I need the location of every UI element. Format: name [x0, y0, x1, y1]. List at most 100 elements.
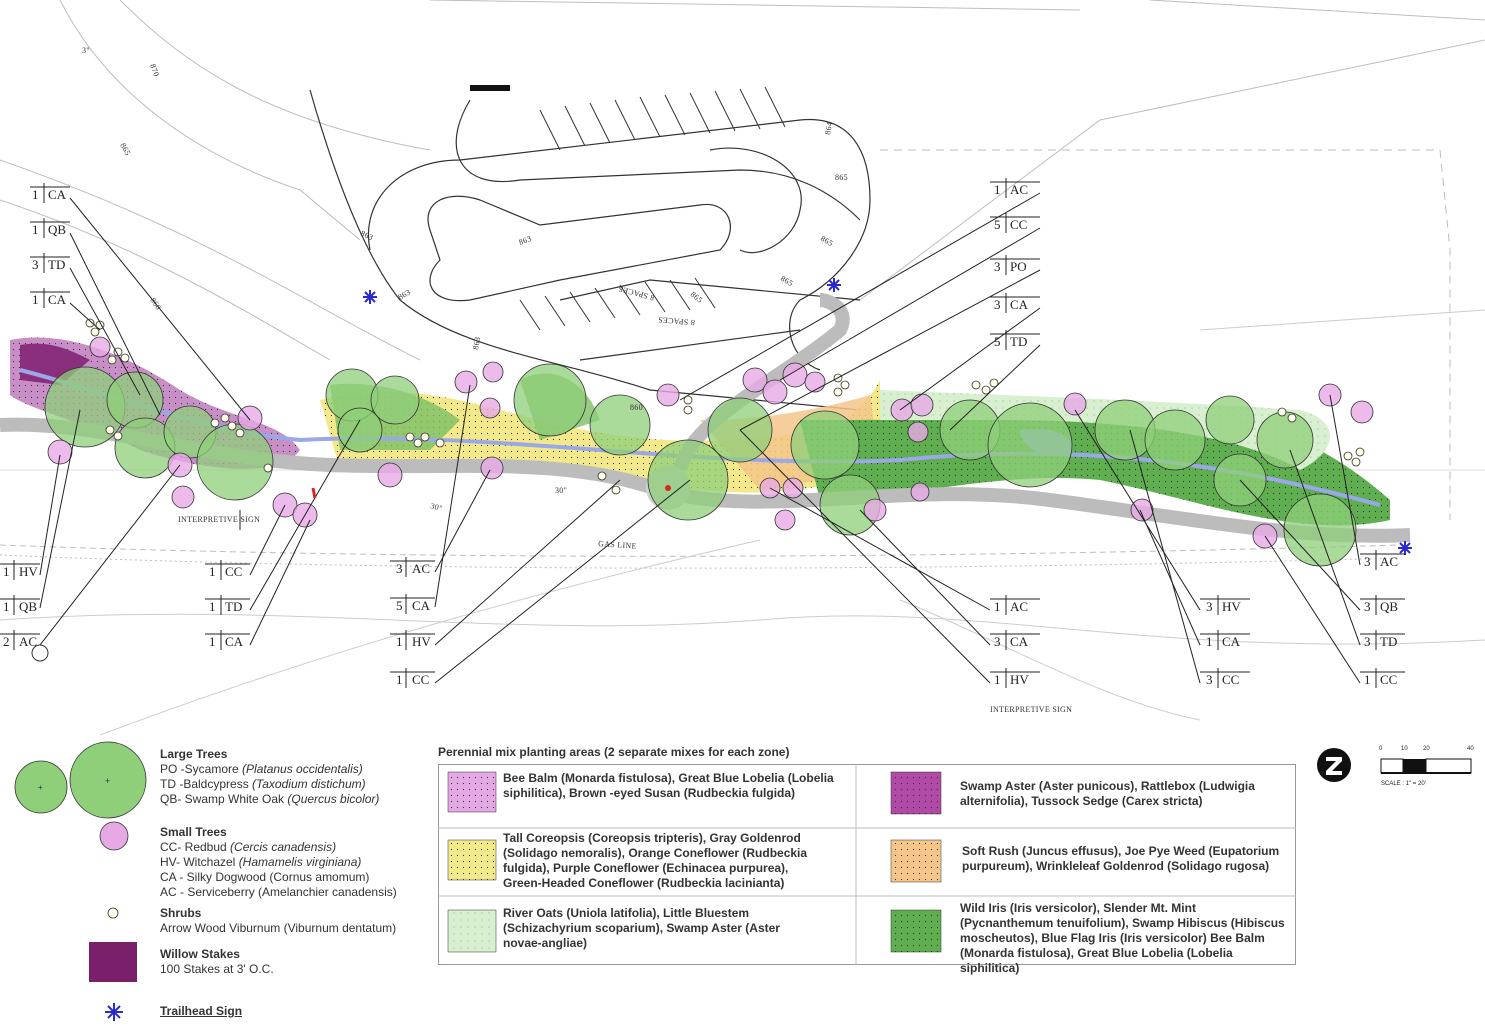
callout-code: HV	[412, 634, 431, 649]
scale-tick: 0	[1379, 746, 1383, 752]
callout-qty: 1	[994, 599, 1001, 614]
callout-code: HV	[1010, 672, 1029, 687]
dimension-label: 30"	[555, 486, 567, 495]
site-plan: 1CA1QB3TD1CA1AC5CC3PO3CA5TD1HV1QB2AC1CC1…	[0, 0, 1485, 735]
callout-qty: 1	[32, 222, 39, 237]
callout-qty: 3	[32, 257, 39, 272]
callout-qty: 3	[1206, 599, 1213, 614]
mix-text: Tall Coreopsis (Coreopsis tripteris), Gr…	[503, 831, 808, 890]
callout-code: TD	[225, 599, 242, 614]
callout-qty: 3	[396, 561, 403, 576]
parking-spaces-label: 8 SPACES	[617, 284, 655, 302]
callout-qty: 3	[1364, 634, 1371, 649]
large-tree-symbol-small	[14, 760, 68, 814]
callout-code: CC	[225, 564, 242, 579]
callout-qty: 1	[209, 564, 216, 579]
callout-qty: 1	[3, 599, 10, 614]
legend-small-tree-item: HV- Witchazel (Hamamelis virginiana)	[160, 855, 362, 869]
callout-code: HV	[1222, 599, 1241, 614]
callout-code: CA	[412, 598, 431, 613]
gas-line-label: GAS LINE	[598, 539, 637, 551]
parking-stripes	[470, 85, 786, 331]
callout-code: CA	[48, 187, 67, 202]
callout-code: TD	[48, 257, 65, 272]
callout-qty: 3	[1206, 672, 1213, 687]
callout-code: AC	[1010, 182, 1028, 197]
contour-elevation-label: 865	[835, 173, 848, 182]
contour-elevation-label: 864	[823, 121, 834, 135]
scale-bar	[1380, 758, 1472, 774]
callout-qty: 1	[396, 634, 403, 649]
legend: + + Large Trees PO -Sycamore (Platanus o…	[0, 735, 1485, 1034]
callout-code: HV	[19, 564, 38, 579]
interpretive-sign-label: INTERPRETIVE SIGN	[178, 515, 260, 524]
legend-large-tree-item: QB- Swamp White Oak (Quercus bicolor)	[160, 792, 380, 806]
svg-text:+: +	[38, 783, 43, 792]
callout-code: TD	[1010, 334, 1027, 349]
contour-elevation-label: 863	[359, 229, 375, 243]
callout-qty: 3	[994, 297, 1001, 312]
callout-code: CA	[1222, 634, 1241, 649]
callout-code: CA	[1010, 297, 1029, 312]
parking-spaces-label: 8 SPACES	[658, 315, 696, 327]
callout-code: QB	[1380, 599, 1398, 614]
trailhead-sign-markers	[363, 278, 1412, 555]
contour-elevation-label: 863	[518, 234, 533, 247]
contour-elevation-label: 865	[819, 234, 835, 248]
callout-code: CC	[1010, 217, 1027, 232]
callout-code: CA	[1010, 634, 1029, 649]
callout-leaders	[39, 192, 1361, 684]
callout-qty: 1	[209, 634, 216, 649]
contour-elevation-label: 863	[397, 287, 413, 301]
north-arrow-and-scale	[1317, 748, 1472, 782]
callout-qty: 5	[396, 598, 403, 613]
callout-qty: 5	[994, 217, 1001, 232]
callout-qty: 1	[209, 599, 216, 614]
callout-code: AC	[412, 561, 430, 576]
legend-small-tree-item: AC - Serviceberry (Amelanchier canadensi…	[160, 885, 397, 899]
callout-qty: 1	[1364, 672, 1371, 687]
mix-text: Swamp Aster (Aster punicous), Rattlebox …	[960, 779, 1255, 808]
dimension-label: 3"	[82, 46, 90, 55]
contour-elevation-label: 865	[779, 274, 795, 288]
callout-code: QB	[48, 222, 66, 237]
scale-tick: 20	[1423, 746, 1430, 752]
legend-small-trees-title: Small Trees	[160, 825, 227, 839]
legend-shrubs-text: Arrow Wood Viburnum (Viburnum dentatum)	[160, 921, 397, 935]
callout-qty: 3	[994, 634, 1001, 649]
legend-symbols: + +	[14, 741, 147, 1021]
callout-code: CA	[225, 634, 244, 649]
callout-code: AC	[1010, 599, 1028, 614]
mix-text: River Oats (Uniola latifolia), Little Bl…	[503, 906, 780, 950]
legend-trailhead-title: Trailhead Sign	[160, 1004, 243, 1018]
callout-code: CC	[1380, 672, 1397, 687]
dimension-label: 30"	[429, 501, 443, 513]
interpretive-sign-label: INTERPRETIVE SIGN	[990, 705, 1072, 714]
scale-tick: 10	[1401, 746, 1408, 752]
perennial-mix-table	[438, 764, 1296, 965]
contour-elevation-label: 863	[471, 336, 482, 350]
svg-text:+: +	[105, 776, 110, 786]
contour-elevation-label: 860	[630, 403, 643, 412]
contour-elevation-label: 865	[689, 290, 705, 305]
callout-qty: 1	[1206, 634, 1213, 649]
callout-qty: 1	[32, 292, 39, 307]
callout-qty: 3	[1364, 554, 1371, 569]
callout-qty: 2	[3, 634, 10, 649]
callout-code: AC	[1380, 554, 1398, 569]
legend-willow-text: 100 Stakes at 3' O.C.	[160, 962, 274, 976]
sign-markers	[31, 485, 671, 662]
callout-qty: 1	[994, 672, 1001, 687]
large-tree-symbol	[69, 741, 147, 819]
callout-frames	[0, 178, 1405, 688]
legend-shrubs-title: Shrubs	[160, 906, 202, 920]
callout-code: CA	[48, 292, 67, 307]
legend-large-tree-item: PO -Sycamore (Platanus occidentalis)	[160, 762, 363, 776]
perennial-mix-heading: Perennial mix planting areas (2 separate…	[438, 745, 790, 759]
callout-code: TD	[1380, 634, 1397, 649]
legend-large-trees-title: Large Trees	[160, 747, 228, 761]
scale-tick: 40	[1467, 746, 1474, 752]
site-labels: INTERPRETIVE SIGN INTERPRETIVE SIGN GAS …	[82, 46, 1072, 714]
callout-qty: 1	[396, 672, 403, 687]
